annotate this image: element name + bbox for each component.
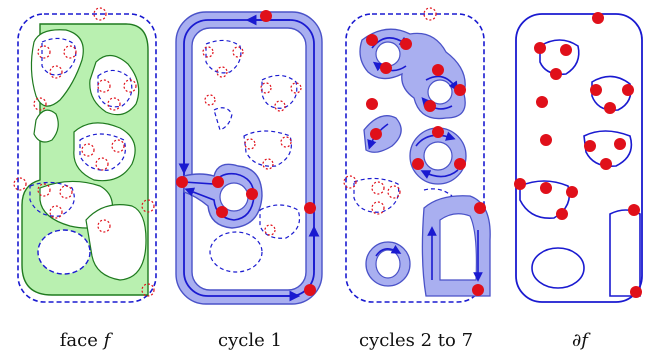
caption-cycles-2-7-text: cycles 2 to 7 xyxy=(358,330,474,351)
cycle1-vertices xyxy=(176,10,316,296)
caption-cycles-2-7: cycles 2 to 7 xyxy=(336,330,496,351)
panel3-dashed-rest xyxy=(353,177,453,213)
panel-cycle-1 xyxy=(175,10,323,305)
outer-boundary-dashed xyxy=(17,13,157,303)
cycle1-dashed-rest xyxy=(205,39,301,273)
hole-mid xyxy=(73,122,136,182)
boundary-vertices xyxy=(514,12,642,298)
hole-left-small xyxy=(33,109,59,143)
panel3-vertices xyxy=(366,34,486,296)
caption-boundary-text: ∂f xyxy=(572,330,588,351)
caption-face-word: face xyxy=(59,330,98,351)
hole-lower-right xyxy=(85,204,147,281)
dashed-cycle-c xyxy=(79,133,126,171)
panel-cycles-2-7 xyxy=(343,7,491,303)
boundary-cycles xyxy=(519,39,641,297)
dashed-cycle-b xyxy=(97,69,133,108)
panel3-ghost-vertices xyxy=(343,7,437,215)
caption-face-var: f xyxy=(103,330,111,351)
dashed-cycle-d xyxy=(29,181,75,217)
panel-face xyxy=(13,7,157,303)
panel-boundary xyxy=(514,12,643,303)
ghost-vertices xyxy=(13,7,155,297)
caption-boundary: ∂f xyxy=(500,330,660,351)
dashed-cycle-a xyxy=(41,37,77,76)
panel3-outer-dashed xyxy=(345,13,485,303)
caption-cycle-1: cycle 1 xyxy=(170,330,330,351)
boundary-outer xyxy=(515,13,643,303)
cycle-band-holes xyxy=(375,41,477,281)
cycle1-ghost-vertices xyxy=(202,46,302,236)
hole-top-left xyxy=(30,29,84,107)
caption-face: face f xyxy=(5,330,165,351)
hole-top-right xyxy=(89,54,140,116)
caption-cycle-1-text: cycle 1 xyxy=(218,330,282,351)
hole-oval xyxy=(37,229,91,275)
